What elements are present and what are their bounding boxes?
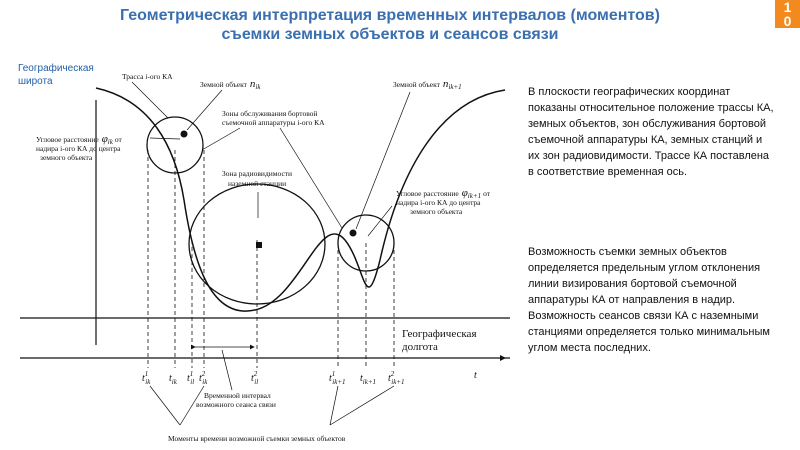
zones-label-leader-2: [279, 127, 343, 229]
paragraph-1: В плоскости географических координат пок…: [528, 86, 774, 178]
ground-object-1-point: [180, 130, 188, 138]
tick-label-7: tik+1: [360, 373, 376, 386]
zones-label-leader-1: [201, 127, 241, 151]
moments-label: Моменты времени возможной съемки земных …: [168, 434, 346, 443]
orbit-label-leader: [131, 81, 169, 119]
slide-title-line-2: съемки земных объектов и сеансов связи: [221, 26, 559, 43]
longitude-axis-label-line-1: Географическая: [402, 328, 477, 340]
radio-zone-label-line-2: наземной станции: [228, 179, 286, 188]
zones-label-line-2: съемочной аппаратуры i-ого КА: [222, 118, 325, 127]
interval-label-line-1: Временной интервал: [204, 391, 271, 400]
moments-leader-3: [329, 385, 339, 426]
page-number-digit-2: 0: [783, 13, 792, 29]
angle2-label-line-2: надира i-ого КА до центра: [396, 198, 481, 207]
moments-leader-1: [149, 385, 181, 426]
slide-title: Геометрическая интерпретация временных и…: [20, 6, 760, 44]
zones-label-line-1: Зоны обслуживания бортовой: [222, 109, 317, 118]
y-axis-label: Географическая широта: [18, 63, 94, 87]
longitude-axis-label-line-2: долгота: [402, 341, 438, 353]
angle1-leader: [149, 137, 181, 140]
paragraph-2: Возможность съемки земных объектов опред…: [528, 246, 770, 354]
page-number-badge: 1 0: [775, 0, 800, 28]
moments-leader-2: [179, 385, 205, 426]
interval-label-leader: [221, 349, 233, 391]
radio-zone-label-line-1: Зона радиовидимости: [222, 169, 292, 178]
angle1-label-line-2: надира i-ого КА до центра: [36, 144, 121, 153]
angle2-label-line-3: земного объекта: [410, 207, 463, 216]
time-axis-label: t: [474, 370, 477, 381]
angle2-leader: [367, 205, 393, 237]
angle1-label-line-3: земного объекта: [40, 153, 93, 162]
moments-leader-4: [329, 385, 395, 426]
ground-station-marker: [256, 242, 262, 248]
object1-label-leader: [186, 89, 223, 131]
orbit-label: Трасса i-ого КА: [122, 72, 173, 81]
satellite-track-curve: [95, 87, 506, 312]
ground-object-2-point: [349, 229, 357, 237]
page-number-digit-1: 1: [783, 0, 792, 15]
object2-label-leader: [355, 91, 411, 230]
slide-title-line-1: Геометрическая интерпретация временных и…: [120, 7, 660, 24]
tick-label-2: tik: [169, 373, 178, 386]
interval-label-line-2: возможного сеанса связи: [196, 400, 276, 409]
